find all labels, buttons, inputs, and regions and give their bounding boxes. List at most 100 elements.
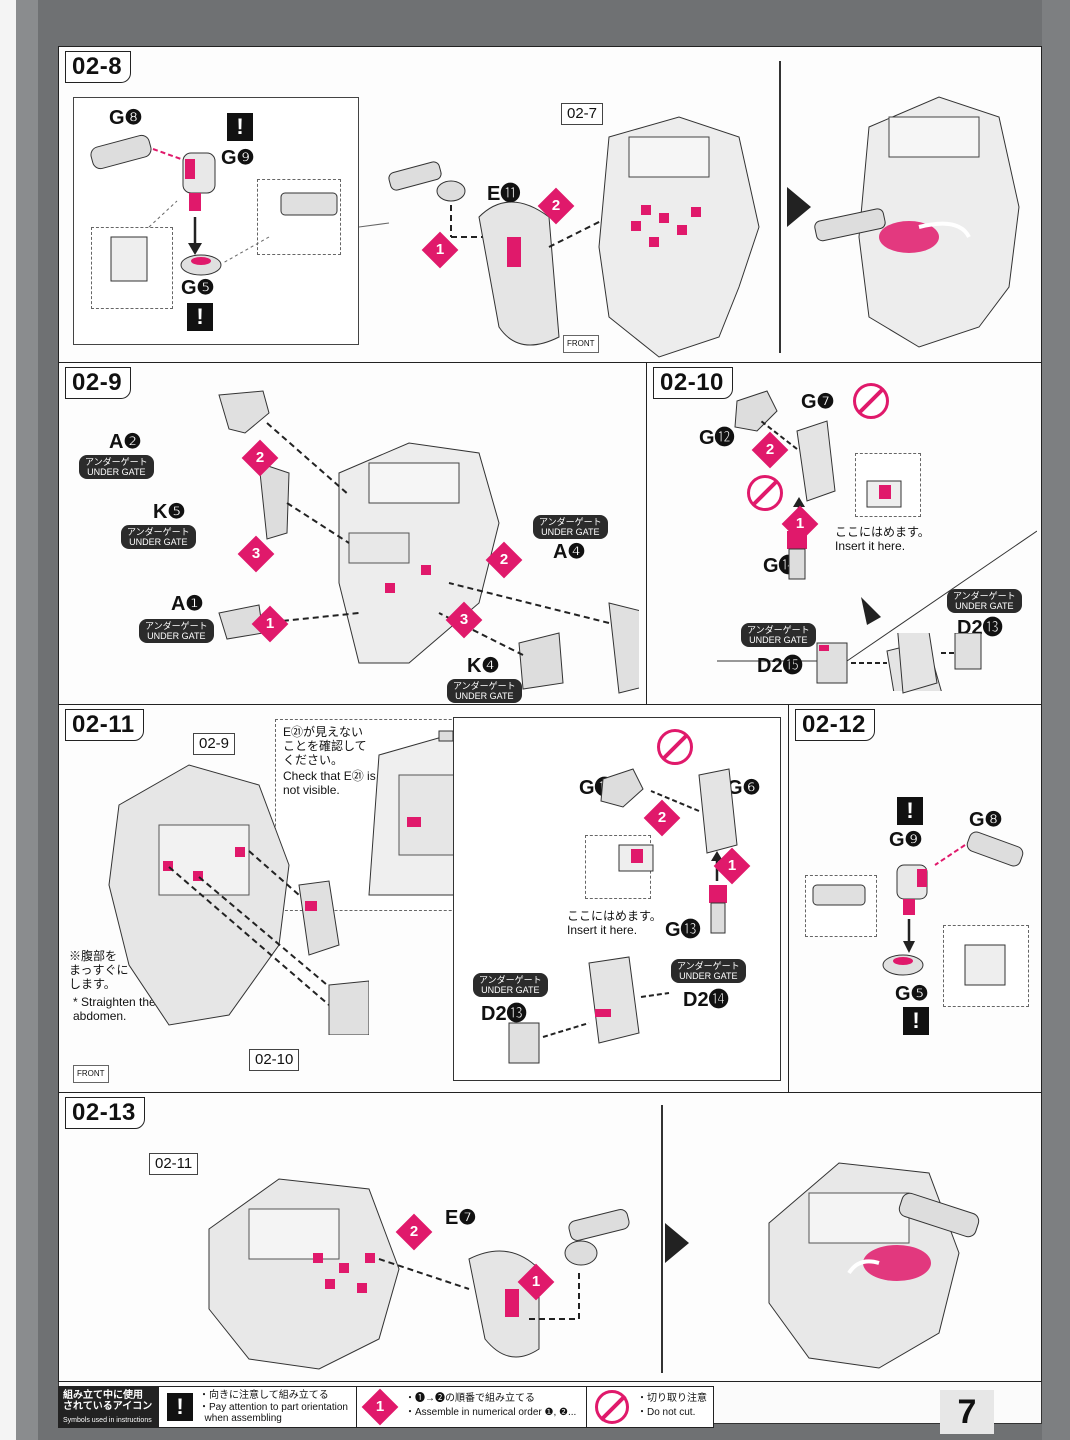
do-not-cut-icon — [595, 1390, 629, 1424]
part-g8: G❽ — [969, 809, 1003, 831]
assembly-illustration — [359, 116, 760, 358]
result-illustration — [814, 96, 1020, 348]
orientation-icon: ! — [897, 797, 923, 825]
part-g13: G⓭ — [665, 919, 701, 941]
check-en: Check that E㉑ is not visible. — [283, 769, 376, 797]
front-indicator: FRONT — [563, 335, 599, 353]
icon-legend: 組み立て中に使用 されているアイコン Symbols used in instr… — [58, 1386, 714, 1428]
part-g6: G❻ — [727, 777, 761, 799]
step-order-badge-2a: 2 — [241, 439, 279, 477]
straighten-en: * Straighten the abdomen. — [73, 995, 156, 1023]
insert-en: Insert it here. — [835, 539, 906, 553]
step-order-badge-3a: 3 — [237, 535, 275, 573]
instruction-page: 02-8 G❽ ! G❾ G❺ ! — [58, 46, 1042, 1424]
step-label: 02-13 — [65, 1097, 145, 1129]
orientation-icon: ! — [187, 303, 213, 331]
step-order-badge-1: 1 — [517, 1263, 555, 1301]
part-g5: G❺ — [181, 277, 215, 299]
orientation-icon: ! — [903, 1007, 929, 1035]
step-order-icon: 1 — [361, 1388, 399, 1426]
insert-jp: ここにはめます。 — [567, 909, 662, 923]
insert-en: Insert it here. — [567, 923, 638, 937]
step-order-badge-2b: 2 — [485, 541, 523, 579]
step-order-badge-1: 1 — [781, 505, 819, 543]
step-02-12: 02-12 ! G❾ G❽ G❺ ! — [788, 704, 1042, 1094]
step-label: 02-11 — [65, 709, 144, 741]
view-box-right — [257, 179, 341, 255]
part-g9: G❾ — [889, 829, 923, 851]
step-label: 02-8 — [65, 51, 132, 83]
part-g12: G⓬ — [699, 427, 735, 449]
orientation-icon: ! — [167, 1393, 193, 1421]
part-d2-13: D2⓭ — [481, 1003, 527, 1025]
page-number: 7 — [940, 1390, 994, 1434]
straighten-jp: ※腹部を まっすぐに します。 — [69, 949, 129, 991]
reference-step-top: 02-9 — [193, 733, 236, 755]
previous-page-edge — [0, 0, 38, 1440]
step-02-10: 02-10 G⓬ G❼ G⓮ ここにはめます。 Insert it here. … — [646, 362, 1042, 706]
orientation-icon: ! — [227, 113, 253, 141]
step-label: 02-10 — [653, 367, 733, 399]
step-order-badge-2: 2 — [643, 799, 681, 837]
step-order-badge-1: 1 — [251, 605, 289, 643]
result-illustration — [768, 1162, 980, 1369]
step-order-badge-3b: 3 — [445, 601, 483, 639]
step-02-13: 02-13 02-11 E❼ 2 1 — [58, 1092, 1042, 1382]
part-g5: G❺ — [895, 983, 929, 1005]
part-d2-14: D2⓮ — [683, 989, 729, 1011]
assembly-illustration — [208, 1178, 630, 1370]
legend-order: 1 ・❶→❷の順番で組み立てる ・Assemble in numerical o… — [357, 1387, 587, 1427]
part-g9: G❾ — [221, 147, 255, 169]
divider — [661, 1105, 663, 1373]
part-k5: K❺ — [153, 501, 186, 523]
d2-parts-illustration — [816, 633, 982, 694]
part-d2-15: D2⓯ — [757, 655, 803, 677]
result-arrow — [787, 187, 811, 227]
do-not-cut-icon — [747, 475, 783, 511]
legend-title: 組み立て中に使用 されているアイコン Symbols used in instr… — [59, 1387, 159, 1427]
step-label: 02-9 — [65, 367, 132, 399]
legend-orientation: ! ・向きに注意して組み立てる ・Pay attention to part o… — [159, 1387, 357, 1427]
insert-jp: ここにはめます。 — [835, 525, 930, 539]
head-assembly-illustration — [218, 390, 639, 694]
step-02-11: 02-11 02-9 02-10 E㉑が見えない ことを確認して ください。 C… — [58, 704, 790, 1094]
binding-edge — [1042, 0, 1070, 1440]
result-arrow — [665, 1223, 689, 1263]
g8-g9-g5-illustration — [90, 134, 338, 282]
d2-parts-illustration — [508, 956, 670, 1064]
part-g8: G❽ — [109, 107, 143, 129]
part-g7: G❼ — [801, 391, 835, 413]
step-order-badge-2: 2 — [395, 1213, 433, 1251]
step-order-badge-1: 1 — [713, 847, 751, 885]
part-a4: A❹ — [553, 541, 586, 563]
front-indicator: FRONT — [73, 1065, 109, 1083]
g8-g9-g5-illustration — [812, 831, 1024, 986]
step-order-badge-2: 2 — [751, 431, 789, 469]
head-side-illustration — [108, 764, 369, 1035]
part-a2: A❷ — [109, 431, 142, 453]
part-e11: E⓫ — [487, 183, 521, 205]
check-jp: E㉑が見えない ことを確認して ください。 — [283, 725, 367, 767]
do-not-cut-icon — [853, 383, 889, 419]
part-k4: K❹ — [467, 655, 500, 677]
reference-step-bottom: 02-10 — [249, 1049, 300, 1071]
reference-step: 02-7 — [561, 103, 604, 125]
step-02-8: 02-8 G❽ ! G❾ G❺ ! — [58, 46, 1042, 364]
legend-do-not-cut: ・切り取り注意 ・Do not cut. — [587, 1387, 713, 1427]
divider — [779, 61, 781, 353]
step-label: 02-12 — [795, 709, 875, 741]
part-a1: A❶ — [171, 593, 204, 615]
step-order-badge-2: 2 — [537, 187, 575, 225]
g6-g11-g13-illustration — [600, 768, 738, 934]
reference-step: 02-11 — [149, 1153, 199, 1175]
